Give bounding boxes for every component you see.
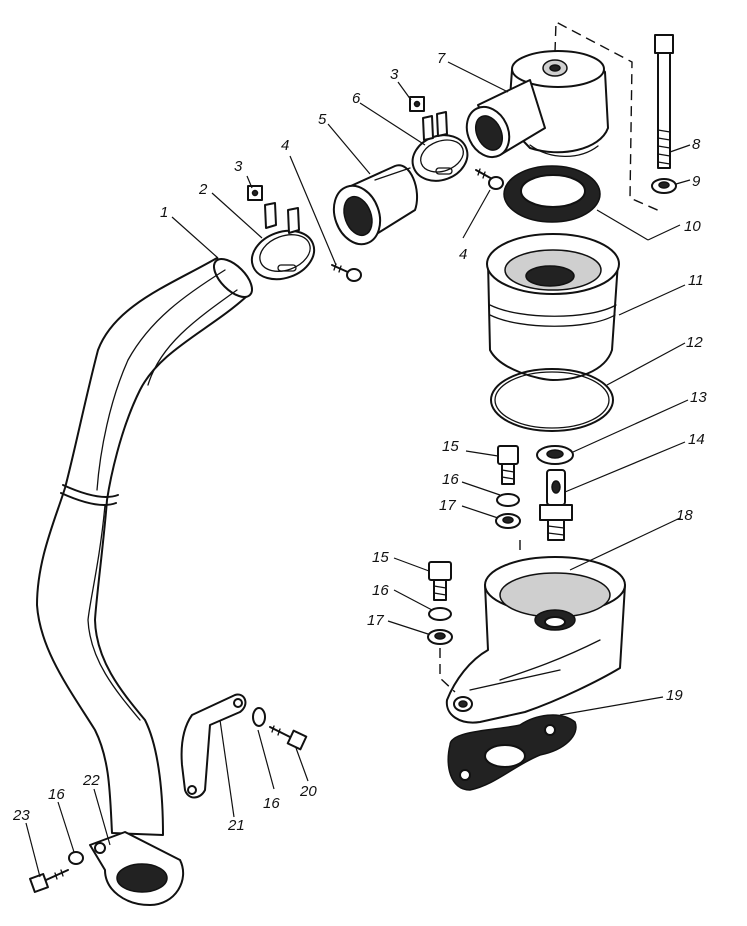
part-4-screw-left — [331, 263, 362, 282]
callout-12: 12 — [686, 334, 703, 351]
part-22-bottom-clamp — [89, 831, 185, 906]
part-7-cap-elbow — [465, 50, 609, 159]
callout-19: 19 — [666, 687, 683, 704]
part-20-bolt — [269, 725, 308, 751]
callout-22: 22 — [82, 772, 100, 789]
callout-3-right: 3 — [390, 66, 399, 83]
assembly-dashed-lines — [439, 20, 663, 693]
part-5-sleeve — [332, 164, 419, 246]
callout-16-lower: 16 — [372, 582, 389, 599]
part-14-banjo-bolt — [539, 469, 573, 541]
callout-2: 2 — [198, 181, 208, 198]
part-15-bolt-upper — [497, 445, 519, 485]
part-21-bracket — [180, 693, 247, 799]
callout-11: 11 — [688, 272, 704, 289]
callout-6: 6 — [352, 90, 361, 107]
callout-16-mid: 16 — [263, 795, 280, 812]
callout-10: 10 — [684, 218, 701, 235]
part-17-washer-lower — [427, 629, 453, 645]
callout-labels: 1 2 3 3 4 4 5 6 7 8 9 10 11 12 13 14 15 … — [12, 50, 707, 834]
callout-23: 23 — [12, 807, 30, 824]
part-8-long-bolt — [654, 34, 674, 169]
callout-17-upper: 17 — [439, 497, 456, 514]
callout-3-left: 3 — [234, 158, 243, 175]
part-15-bolt-lower — [428, 561, 452, 601]
callout-9: 9 — [692, 173, 701, 190]
callout-7: 7 — [437, 50, 446, 67]
part-23-bolt — [29, 869, 69, 893]
part-16-spring-washer-upper — [496, 493, 520, 507]
callout-5: 5 — [318, 111, 327, 128]
part-1-intake-pipe — [36, 257, 253, 836]
part-18-base-housing — [445, 556, 626, 724]
part-16-spring-washer-bottom — [68, 851, 84, 865]
leader-lines — [25, 61, 691, 878]
part-6-clamp — [411, 111, 469, 182]
callout-21: 21 — [227, 817, 245, 834]
callout-20: 20 — [299, 783, 317, 800]
callout-4-left: 4 — [281, 137, 289, 154]
callout-15-upper: 15 — [442, 438, 459, 455]
part-10-filter-ring — [503, 165, 601, 223]
part-9-washer — [651, 178, 677, 194]
part-4-screw-right — [475, 168, 504, 190]
callout-1: 1 — [160, 204, 168, 221]
part-3-clip-right — [409, 96, 425, 112]
part-3-clip-left — [247, 185, 263, 201]
part-11-filter-housing — [486, 233, 620, 381]
part-17-washer-upper — [495, 513, 521, 529]
callout-16-bottom: 16 — [48, 786, 65, 803]
callout-13: 13 — [690, 389, 707, 406]
callout-15-lower: 15 — [372, 549, 389, 566]
callout-18: 18 — [676, 507, 693, 524]
part-16-spring-washer-mid — [252, 707, 266, 727]
part-16-spring-washer-lower — [428, 607, 452, 621]
callout-8: 8 — [692, 136, 701, 153]
part-2-clamp — [250, 202, 316, 281]
part-19-gasket — [447, 714, 577, 791]
callout-16-upper: 16 — [442, 471, 459, 488]
part-12-o-ring — [490, 368, 614, 432]
callout-14: 14 — [688, 431, 705, 448]
part-13-washer — [536, 445, 574, 465]
callout-4-right: 4 — [459, 246, 467, 263]
callout-17-lower: 17 — [367, 612, 384, 629]
